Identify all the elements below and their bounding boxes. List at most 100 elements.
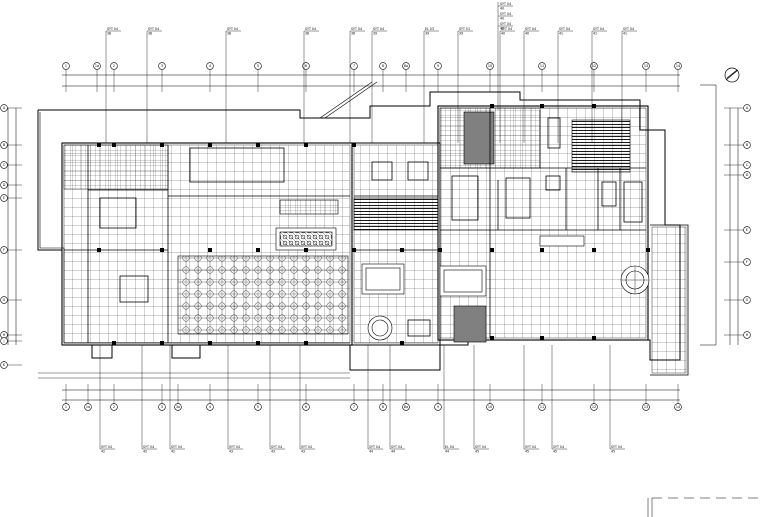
grid-label: 1 <box>65 405 67 409</box>
grid-bubble-bottom: 13 <box>642 403 650 411</box>
tag-code: SYT 04 <box>623 27 634 31</box>
tag-sheet: 43 <box>271 449 275 453</box>
grid-bubble-left: D <box>0 181 8 189</box>
grid-bubble-bottom: 5 <box>254 403 262 411</box>
tag-code: SYT 04 <box>501 27 512 31</box>
tag-code: SYT 01 <box>459 27 470 31</box>
grid-bubble-right: F <box>743 258 751 266</box>
grid-bubble-top: 5 <box>254 62 262 70</box>
grid-label: 6 <box>305 64 307 68</box>
tag-sheet: 44 <box>369 449 373 453</box>
grid-bubble-left: H <box>0 331 8 339</box>
tag-code: SYT 04 <box>611 445 622 449</box>
grid-bubble-right: G <box>743 296 751 304</box>
tag-sheet: 45 <box>475 449 479 453</box>
grid-bubble-right: H <box>743 331 751 339</box>
grid-bubble-bottom: 1a <box>84 403 92 411</box>
grid-label: 11 <box>540 64 544 68</box>
grid-label: K <box>3 363 6 367</box>
tag-sheet: 42 <box>143 449 147 453</box>
grid-label: 7 <box>353 64 355 68</box>
grid-label: 6 <box>305 405 307 409</box>
grid-bubble-left: G <box>0 296 8 304</box>
north-arrow-icon <box>724 67 740 83</box>
special-floor-areas <box>177 111 650 343</box>
grid-bubble-top: 1a <box>93 62 101 70</box>
tag-sheet: 44 <box>445 449 449 453</box>
grid-bubble-right: E <box>743 226 751 234</box>
grid-label: E <box>746 228 748 232</box>
tag-sheet: 39 <box>373 31 377 35</box>
tag-code: SYT 04 <box>500 22 511 26</box>
tag-code: EL 04 <box>445 445 454 449</box>
grid-label: 3 <box>161 405 163 409</box>
tag-sheet: 41 <box>623 31 627 35</box>
grid-bubble-bottom: 3a <box>174 403 182 411</box>
grid-label: 14 <box>676 64 680 68</box>
tag-code: SYT 04 <box>271 445 282 449</box>
grid-bubble-left: E <box>0 194 8 202</box>
grid-bubble-top: 2 <box>110 62 118 70</box>
dimension-lines <box>7 74 739 401</box>
tag-sheet: 43 <box>229 449 233 453</box>
tag-code: SYT 04 <box>227 27 238 31</box>
grid-bubble-top: 6 <box>302 62 310 70</box>
tag-sheet: 40 <box>500 26 504 30</box>
tag-sheet: 38 <box>227 31 231 35</box>
grid-bubble-bottom: 8a <box>402 403 410 411</box>
title-block-frame <box>647 497 760 517</box>
tag-code: SYT 04 <box>593 27 604 31</box>
tag-sheet: 39 <box>459 31 463 35</box>
grid-bubble-bottom: 8 <box>379 403 387 411</box>
grid-label: 1 <box>65 64 67 68</box>
tag-code: SYT 04 <box>525 445 536 449</box>
grid-label: 3a <box>176 405 180 409</box>
tag-sheet: 38 <box>148 31 152 35</box>
tag-code: SYT 04 <box>500 2 511 6</box>
grid-bubble-bottom: 6 <box>302 403 310 411</box>
tag-code: SYT 04 <box>171 445 182 449</box>
tag-code: SYT 04 <box>101 445 112 449</box>
grid-bubble-bottom: 2 <box>110 403 118 411</box>
tag-code: SYT 04 <box>351 27 362 31</box>
tag-sheet: 45 <box>553 449 557 453</box>
grid-label: A <box>746 106 749 110</box>
grid-bubble-left: F <box>0 246 8 254</box>
grid-label: 2 <box>113 405 115 409</box>
grid-bubble-left: A <box>0 104 8 112</box>
grid-label: 1a <box>95 64 99 68</box>
grid-bubble-top: 9 <box>434 62 442 70</box>
grid-bubble-left: C <box>0 161 8 169</box>
tag-code: SYT 04 <box>107 27 118 31</box>
grid-label: G <box>3 298 6 302</box>
grid-label: F <box>3 248 5 252</box>
grid-bubble-bottom: 12 <box>590 403 598 411</box>
interior-walls <box>64 108 646 343</box>
tag-sheet: 38 <box>351 31 355 35</box>
tag-sheet: 42 <box>101 449 105 453</box>
grid-bubble-right: B <box>743 141 751 149</box>
tag-code: SYT 04 <box>391 445 402 449</box>
grid-label: B <box>746 143 749 147</box>
tag-code: SYT 04 <box>301 445 312 449</box>
grid-bubble-bottom: 11 <box>538 403 546 411</box>
grid-bubble-top: 12 <box>590 62 598 70</box>
grid-bubble-right: C <box>743 161 751 169</box>
grid-label: 11 <box>540 405 544 409</box>
grid-bubble-top: 1 <box>62 62 70 70</box>
